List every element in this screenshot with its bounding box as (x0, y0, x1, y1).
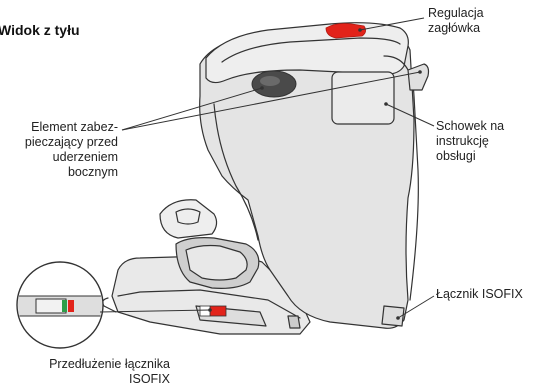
label-manual-compartment: Schowek na instrukcję obsługi (436, 119, 504, 164)
label-isofix-extension: Przedłużenie łącznika ISOFIX (20, 357, 170, 387)
label-headrest-adjustment: Regulacja zagłówka (428, 6, 484, 36)
inset-red-indicator (68, 300, 74, 312)
label-line: pieczający przed (8, 135, 118, 150)
zoom-inset (14, 262, 118, 348)
label-side-impact-protection: Element zabez- pieczający przed uderzeni… (8, 120, 118, 180)
label-line: Przedłużenie łącznika (20, 357, 170, 372)
inset-green-indicator (62, 300, 67, 312)
isofix-latch-left (288, 316, 300, 328)
label-line: Schowek na (436, 119, 504, 134)
armrest-left (160, 200, 217, 238)
page-title: Widok z tyłu (0, 22, 80, 38)
label-line: bocznym (8, 165, 118, 180)
isofix-extension-marker-white (200, 306, 210, 316)
label-line: obsługi (436, 149, 504, 164)
isofix-extension-marker (210, 306, 226, 316)
label-line: Regulacja (428, 6, 484, 21)
label-line: Element zabez- (8, 120, 118, 135)
label-line: ISOFIX (20, 372, 170, 387)
label-line: zagłówka (428, 21, 484, 36)
label-isofix-connector: Łącznik ISOFIX (436, 287, 523, 302)
label-line: uderzeniem (8, 150, 118, 165)
side-impact-element-highlight (260, 76, 280, 86)
label-line: instrukcję (436, 134, 504, 149)
label-line: Łącznik ISOFIX (436, 287, 523, 302)
manual-compartment-panel (332, 72, 394, 124)
